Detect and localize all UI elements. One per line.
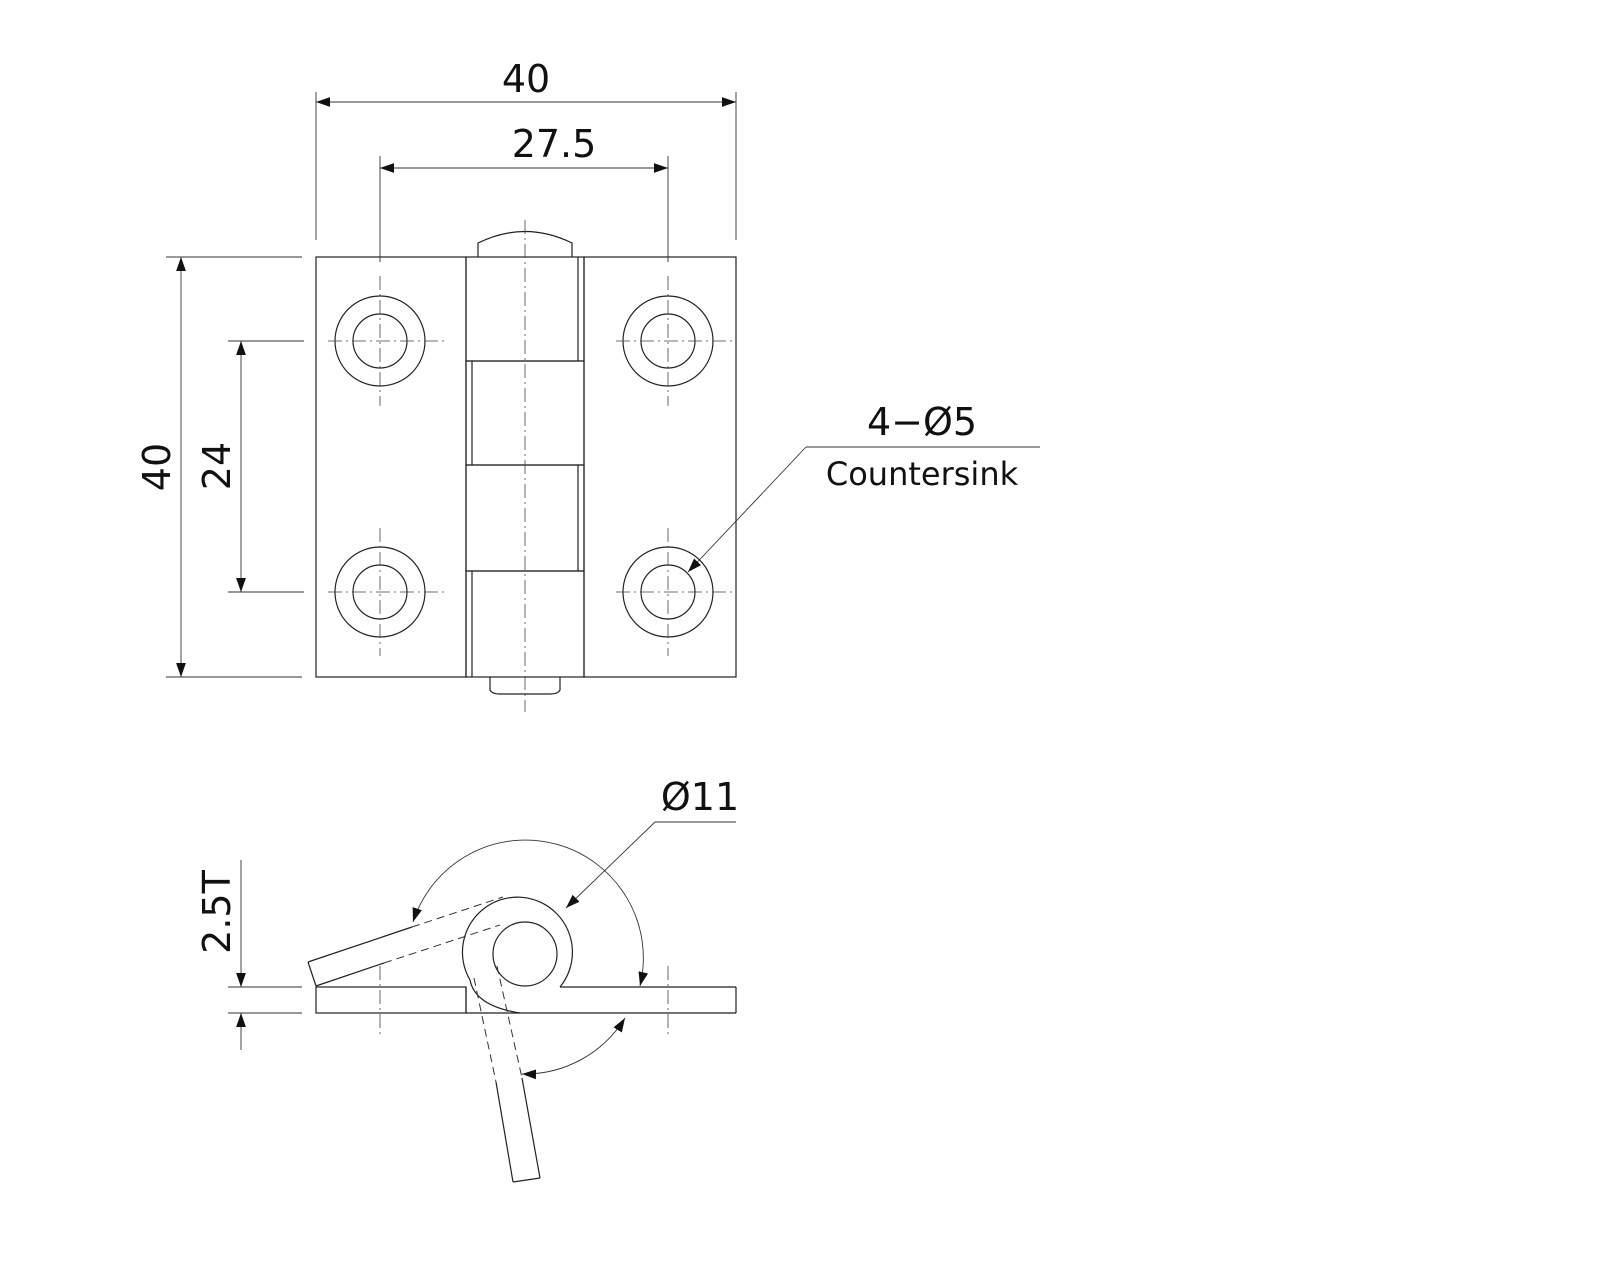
- dim-thickness: 2.5T: [195, 860, 302, 1050]
- side-view: Ø11 2.5T: [195, 775, 739, 1183]
- side-left-leaf: [315, 986, 467, 1014]
- right-leaf: [583, 256, 737, 678]
- phantom-leaf-up: [307, 896, 504, 987]
- hole-bottom-right: [616, 528, 732, 656]
- hole-spec-label: 4−Ø5: [867, 400, 977, 444]
- dim-overall-width: 40: [315, 57, 737, 240]
- dim-overall-width-label: 40: [502, 57, 550, 101]
- hole-callout: 4−Ø5 Countersink: [687, 400, 1040, 573]
- hole-note-label: Countersink: [826, 455, 1019, 493]
- mounting-holes: [328, 276, 732, 656]
- pin-diameter-label: Ø11: [661, 775, 739, 819]
- dim-hole-spacing-y: 24: [195, 340, 304, 593]
- dim-hole-spacing-y-label: 24: [195, 442, 239, 490]
- dim-hole-spacing-x: 27.5: [379, 122, 669, 262]
- dim-thickness-label: 2.5T: [195, 869, 239, 953]
- dim-overall-height: 40: [135, 256, 302, 678]
- dim-overall-height-label: 40: [135, 443, 179, 491]
- hole-top-left: [328, 276, 444, 406]
- pin-diameter-callout: Ø11: [565, 775, 739, 909]
- knuckle-inner: [492, 921, 558, 987]
- rotation-arc-down: [521, 1017, 626, 1080]
- left-leaf: [315, 256, 467, 678]
- top-view: 40 27.5 40 24 4−Ø5 Countersin: [135, 57, 1040, 712]
- dim-hole-spacing-x-label: 27.5: [512, 122, 597, 166]
- hole-top-right: [616, 276, 732, 406]
- knuckle-outer: [461, 896, 574, 988]
- rotation-arc-up: [412, 839, 649, 987]
- hole-bottom-left: [328, 528, 444, 656]
